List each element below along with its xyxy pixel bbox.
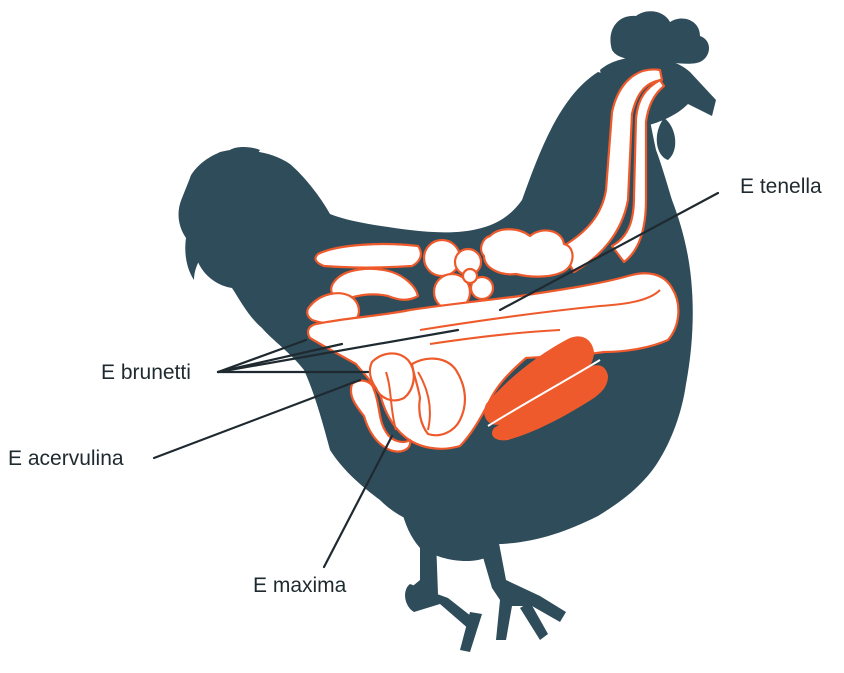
crop [481, 229, 572, 276]
label-e-tenella: E tenella [740, 176, 822, 197]
label-e-acervulina: E acervulina [8, 448, 124, 469]
label-e-brunetti: E brunetti [101, 362, 191, 383]
label-e-maxima: E maxima [253, 575, 346, 596]
